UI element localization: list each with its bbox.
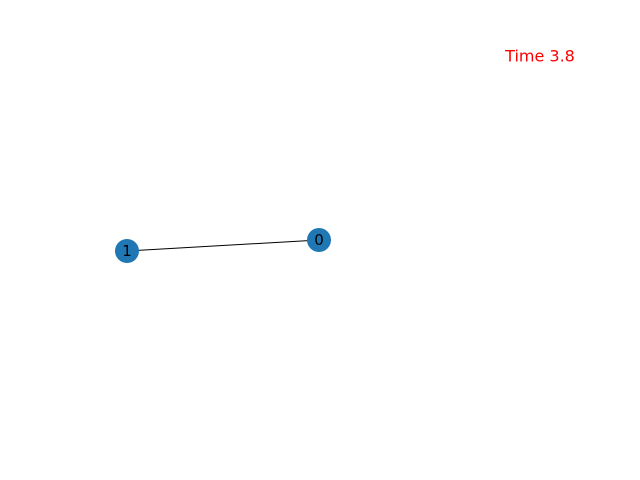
nodes-layer: 01: [115, 228, 331, 263]
node-label-1: 1: [122, 242, 132, 260]
edge-0-1: [126, 239, 320, 252]
edges-layer: [126, 239, 320, 252]
node-1: 1: [115, 239, 139, 263]
time-annotation: Time 3.8: [504, 47, 575, 66]
node-circle-0: [307, 228, 331, 252]
node-0: 0: [307, 228, 331, 252]
node-circle-1: [115, 239, 139, 263]
node-label-0: 0: [314, 231, 324, 249]
